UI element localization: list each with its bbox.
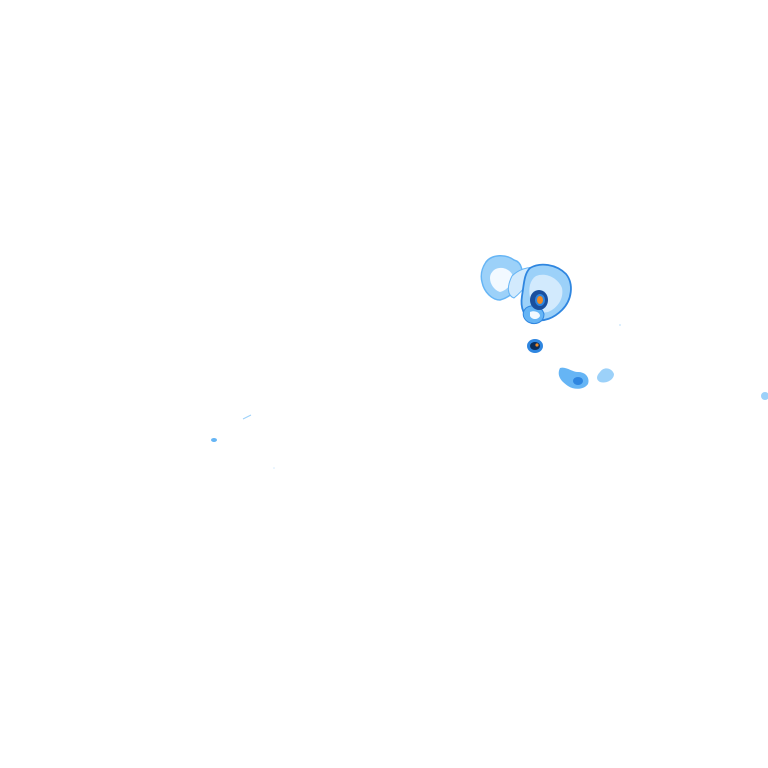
cluster-tail-inner [530, 311, 540, 319]
storm-core [530, 290, 548, 310]
far-east-shower-blob [761, 392, 768, 400]
northern-storm-cluster [480, 255, 572, 325]
storm-core-peak [537, 296, 543, 304]
west-trace-echo [211, 324, 621, 469]
northeast-trace-speck [619, 324, 621, 326]
southeast-shower-east [597, 368, 614, 383]
southeast-showers [558, 367, 614, 389]
west-trace-dot [211, 438, 217, 442]
southeast-shower-core [573, 377, 583, 385]
west-trace-speck [273, 467, 275, 469]
west-trace-streak [242, 414, 252, 420]
southern-cell-peak [535, 343, 539, 347]
cluster-left-lobe-core [490, 267, 513, 292]
southern-storm-cell [527, 339, 543, 353]
southern-cell-core [530, 342, 540, 350]
far-east-shower [761, 392, 768, 400]
